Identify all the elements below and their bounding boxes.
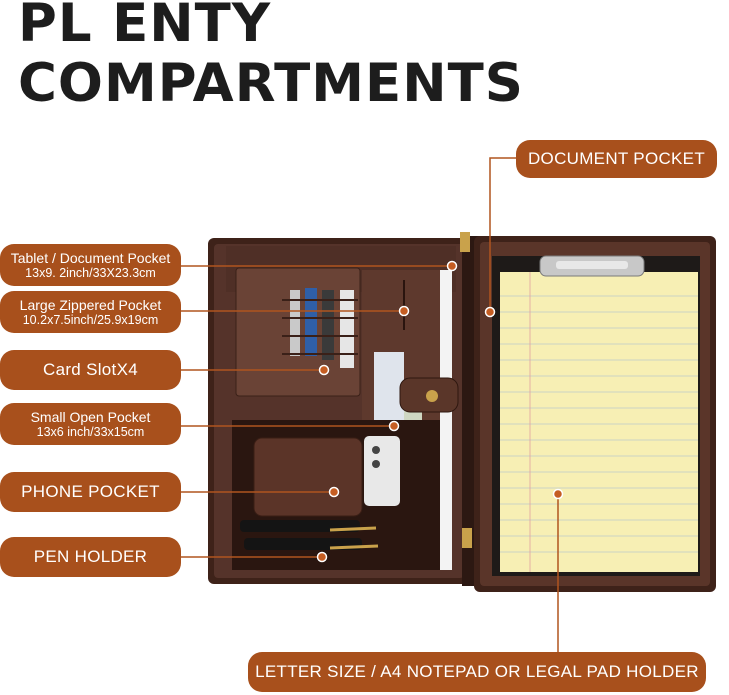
page-title: PL ENTY COMPARTMENTS: [18, 0, 524, 114]
card-4: [340, 290, 354, 368]
title-line-2: COMPARTMENTS: [18, 53, 524, 114]
legal-pad: [500, 272, 698, 572]
dot-phone-pocket: [328, 486, 340, 498]
pen-holder-text: PEN HOLDER: [33, 547, 148, 566]
card-slot-label: Card SlotX4: [0, 350, 181, 390]
dot-document-pocket: [484, 306, 496, 318]
dot-zippered-pocket: [398, 305, 410, 317]
card-1: [290, 290, 300, 356]
phone-pocket-text: PHONE POCKET: [21, 482, 160, 501]
card-3: [322, 290, 334, 360]
tablet-pocket-size: 13x9. 2inch/33X23.3cm: [25, 265, 156, 280]
pad-lines: [500, 272, 698, 572]
card-2: [305, 288, 317, 356]
dot-pen-holder: [316, 551, 328, 563]
phone-lens-1: [372, 446, 380, 454]
pointer-document-pocket: [489, 157, 516, 312]
dot-small-open-pocket: [388, 420, 400, 432]
pen-clip-2: [329, 544, 379, 550]
phone: [364, 436, 400, 506]
dot-card-slot: [318, 364, 330, 376]
dot-tablet-pocket: [446, 260, 458, 272]
pointer-lines: [180, 157, 559, 652]
small-open-pocket-name: Small Open Pocket: [30, 408, 151, 425]
document-sheet: [440, 270, 452, 570]
small-open-pocket-size: 13x6 inch/33x15cm: [36, 424, 145, 439]
phone-lens-2: [372, 460, 380, 468]
tablet-pocket-label: Tablet / Document Pocket 13x9. 2inch/33X…: [0, 244, 181, 286]
document-pocket-text: DOCUMENT POCKET: [527, 149, 706, 168]
dot-notepad-holder: [552, 488, 564, 500]
zippered-pocket-size: 10.2x7.5inch/25.9x19cm: [22, 312, 159, 327]
pen-clip-1: [329, 526, 377, 532]
notepad-holder-label: LETTER SIZE / A4 NOTEPAD OR LEGAL PAD HO…: [248, 652, 706, 692]
zippered-pocket-label: Large Zippered Pocket 10.2x7.5inch/25.9x…: [0, 291, 181, 333]
snap-button: [426, 390, 438, 402]
pointer-dots: [316, 260, 564, 563]
title-line-1: PL ENTY: [18, 0, 272, 54]
small-open-pocket-label: Small Open Pocket 13x6 inch/33x15cm: [0, 403, 181, 445]
zippered-pocket-name: Large Zippered Pocket: [19, 296, 162, 313]
clip-highlight: [556, 261, 628, 269]
phone-pocket: [253, 437, 363, 517]
document-pocket-label: DOCUMENT POCKET: [516, 140, 717, 178]
tablet-pocket-name: Tablet / Document Pocket: [10, 249, 171, 266]
zipper-pull-top: [460, 232, 470, 252]
phone-pocket-label: PHONE POCKET: [0, 472, 181, 512]
zipper-pull-bottom: [462, 528, 472, 548]
pen-holder-label: PEN HOLDER: [0, 537, 181, 577]
card-slot-text: Card SlotX4: [43, 360, 138, 379]
notepad-holder-text: LETTER SIZE / A4 NOTEPAD OR LEGAL PAD HO…: [255, 662, 699, 681]
